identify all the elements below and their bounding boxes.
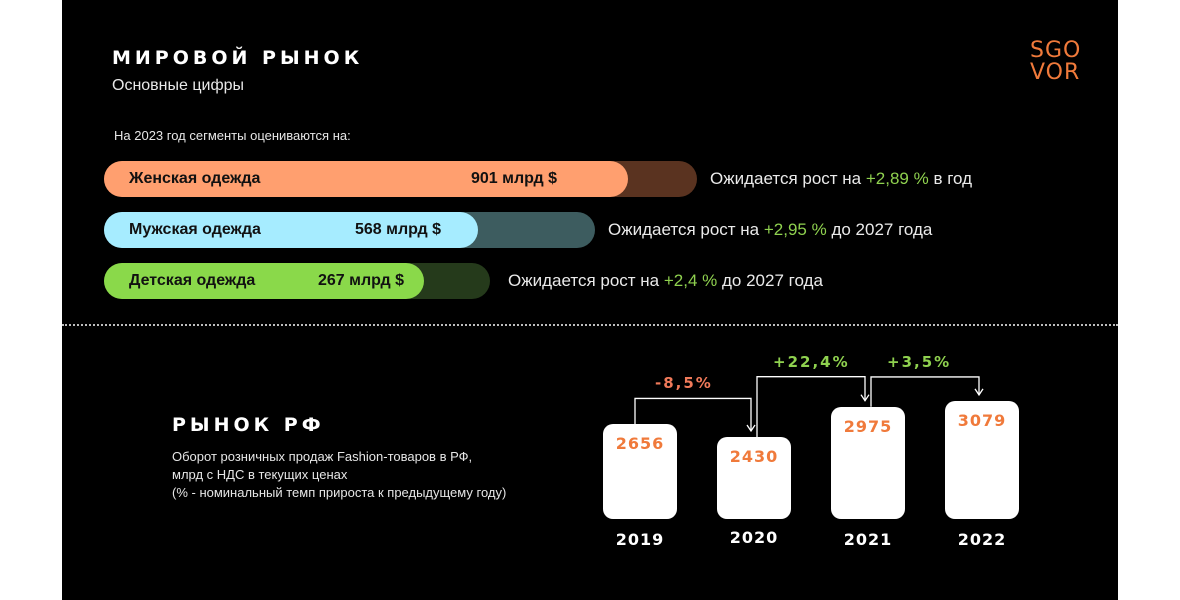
bar-2019: 2656 — [603, 424, 677, 519]
change-label: +3,5% — [887, 352, 952, 371]
brand-logo: SGO VOR — [1030, 40, 1081, 84]
segment-track: Мужская одежда 568 млрд $ — [104, 212, 595, 248]
growth-suffix: в год — [928, 169, 973, 188]
segment-growth: Ожидается рост на +2,95 % до 2027 года — [608, 212, 932, 248]
slide: МИРОВОЙ РЫНОК Основные цифры SGO VOR На … — [62, 0, 1118, 600]
growth-prefix: Ожидается рост на — [608, 220, 764, 239]
year-label-2022: 2022 — [957, 530, 1007, 549]
bar-2021: 2975 — [831, 406, 905, 519]
change-label: -8,5% — [655, 374, 713, 393]
segment-label: Мужская одежда — [129, 221, 261, 238]
growth-value: +2,89 % — [865, 169, 929, 188]
segment-value: 267 млрд $ — [318, 272, 405, 289]
change-connector — [634, 397, 752, 431]
logo-line-2: VOR — [1030, 60, 1081, 85]
segment-label: Детская одежда — [129, 272, 256, 289]
year-label-2019: 2019 — [615, 530, 665, 549]
bar-2022: 3079 — [945, 400, 1019, 519]
arrow-head-icon — [746, 424, 756, 433]
rf-title: РЫНОК РФ — [172, 414, 325, 436]
bar-value-label: 2656 — [615, 434, 665, 454]
segment-growth: Ожидается рост на +2,4 % до 2027 года — [508, 263, 823, 299]
segment-growth: Ожидается рост на +2,89 % в год — [710, 161, 972, 197]
change-connector — [756, 376, 866, 437]
segment-fill — [104, 161, 628, 197]
arrow-head-icon — [860, 394, 870, 402]
year-label-2021: 2021 — [843, 530, 893, 549]
growth-suffix: до 2027 года — [826, 220, 933, 239]
bar-value-label: 2430 — [729, 447, 779, 466]
growth-prefix: Ожидается рост на — [508, 271, 664, 290]
rf-desc-line-2: млрд с НДС в текущих ценах — [172, 467, 348, 482]
segment-value: 901 млрд $ — [471, 170, 558, 187]
bar-value-label: 2975 — [843, 416, 893, 436]
growth-value: +2,95 % — [763, 220, 827, 239]
page-subtitle: Основные цифры — [112, 77, 245, 94]
growth-suffix: до 2027 года — [717, 271, 823, 290]
bar-value-label: 3079 — [957, 410, 1007, 430]
section-divider — [62, 324, 1118, 326]
change-label: +22,4% — [773, 352, 850, 371]
segment-label: Женская одежда — [129, 170, 261, 187]
change-connectors — [634, 376, 984, 437]
change-connector — [870, 376, 980, 407]
growth-value: +2,4 % — [663, 271, 718, 290]
segment-track: Женская одежда 901 млрд $ — [104, 161, 697, 197]
segment-track: Детская одежда 267 млрд $ — [104, 263, 490, 299]
segment-value: 568 млрд $ — [355, 221, 442, 238]
page-title: МИРОВОЙ РЫНОК — [112, 47, 364, 69]
segment-fill — [104, 263, 424, 299]
rf-desc-line-1: Оборот розничных продаж Fashion-товаров … — [172, 449, 473, 464]
arrow-head-icon — [974, 388, 984, 397]
growth-prefix: Ожидается рост на — [710, 169, 866, 188]
year-label-2020: 2020 — [729, 528, 779, 547]
logo-line-1: SGO — [1030, 38, 1082, 63]
bar-2020: 2430 — [717, 437, 791, 519]
segments-intro: На 2023 год сегменты оцениваются на: — [114, 128, 351, 143]
segment-fill — [104, 212, 478, 248]
rf-desc-line-3: (% - номинальный темп прироста к предыду… — [172, 485, 507, 500]
